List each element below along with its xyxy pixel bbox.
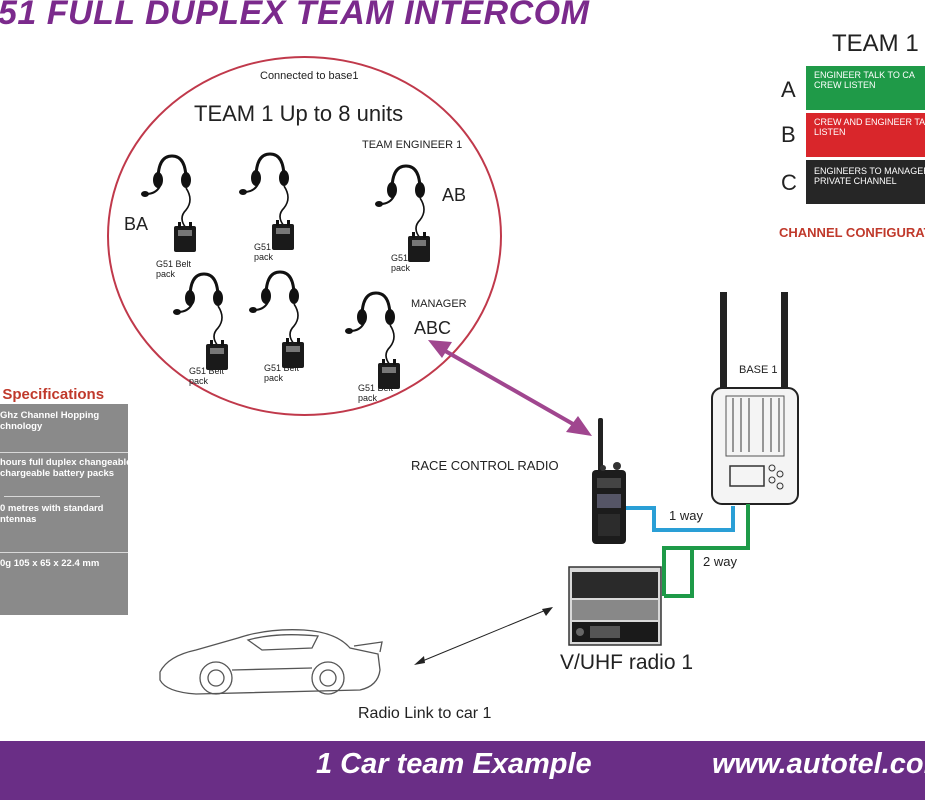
headset-icon (343, 291, 402, 391)
vuhf-radio-icon (568, 566, 662, 646)
channel-team-title: TEAM 1 (832, 30, 919, 57)
race-control-radio-icon (592, 418, 626, 544)
headset-icon (171, 272, 230, 372)
team-group-circle (107, 56, 502, 416)
spec-divider (4, 496, 100, 497)
link-2way-cable (662, 504, 750, 596)
specifications-title: l Specifications (0, 386, 105, 403)
radio-link-arrow (414, 607, 553, 665)
link-1way-label: 1 way (669, 508, 703, 523)
page-title: 51 FULL DUPLEX TEAM INTERCOM (0, 0, 590, 32)
team-engineer-label: TEAM ENGINEER 1 (362, 139, 463, 151)
team-heading: TEAM 1 Up to 8 units (194, 101, 404, 126)
code-ba: BA (124, 214, 149, 234)
spec-divider (0, 452, 128, 453)
race-car-icon (159, 629, 383, 695)
connected-label: Connected to base1 (260, 70, 359, 82)
footer-example-text: 1 Car team Example (316, 748, 592, 780)
base-label: BASE 1 (739, 364, 778, 376)
channel-b-box: CREW AND ENGINEER TALK LISTEN (806, 113, 925, 157)
channel-a-box: ENGINEER TALK TO CA CREW LISTEN (806, 66, 925, 110)
code-abc: ABC (414, 318, 452, 338)
vuhf-radio-label: V/UHF radio 1 (560, 651, 694, 674)
channel-c-box: ENGINEERS TO MANAGER PRIVATE CHANNEL (806, 160, 925, 204)
channel-config-label: CHANNEL CONFIGURAT (779, 225, 925, 240)
footer-website-link[interactable]: www.autotel.co.u (712, 748, 925, 780)
channel-letter-b: B (781, 122, 796, 147)
manager-label: MANAGER (411, 298, 467, 310)
spec-row: 0g 105 x 65 x 22.4 mm (0, 558, 100, 569)
race-control-radio-label: RACE CONTROL RADIO (411, 458, 559, 473)
channel-letter-c: C (781, 170, 797, 195)
radio-link-label: Radio Link to car 1 (358, 705, 492, 722)
base-station-icon (711, 292, 799, 505)
link-2way-label: 2 way (703, 554, 737, 569)
headset-icon (237, 152, 296, 252)
code-ab: AB (442, 185, 467, 205)
headset-icon (139, 154, 198, 254)
headset-icon (247, 270, 306, 370)
headset-icon (373, 164, 432, 264)
link-1way-cable (626, 506, 735, 532)
spec-divider (0, 552, 128, 553)
footer-bar (0, 741, 925, 800)
channel-letter-a: A (781, 77, 796, 102)
manager-link-arrow (428, 340, 592, 436)
diagram-graphics (139, 152, 799, 695)
